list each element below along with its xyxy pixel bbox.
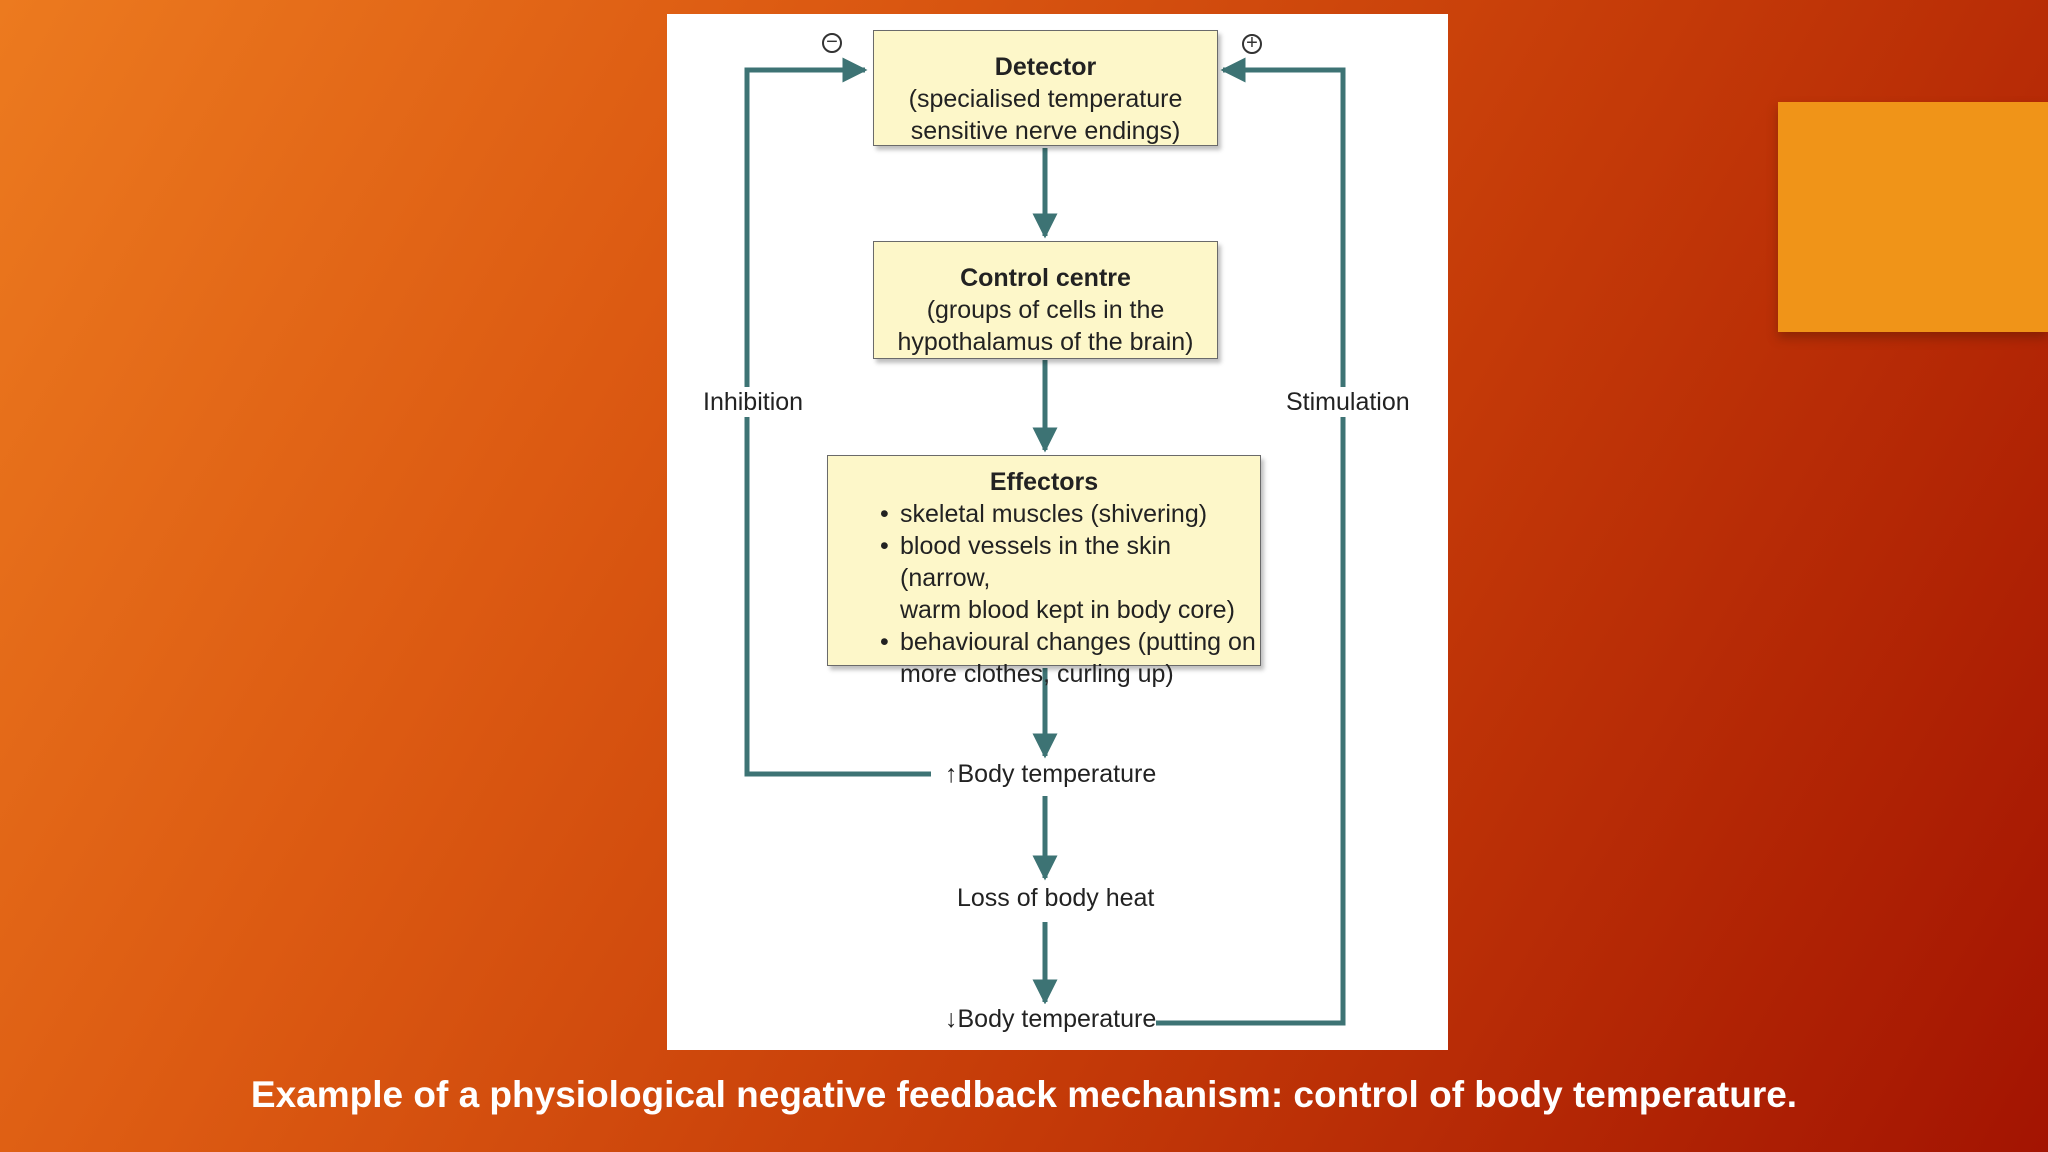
slide-caption: Example of a physiological negative feed…	[250, 1074, 1798, 1115]
control-centre-title: Control centre	[960, 264, 1131, 292]
control-centre-line-2: hypothalamus of the brain)	[897, 328, 1194, 356]
detector-line-1: (specialised temperature	[908, 85, 1183, 113]
decorative-square	[1778, 102, 2048, 332]
effector-item: behavioural changes (putting on more clo…	[880, 626, 1260, 690]
inhibition-feedback-line	[744, 57, 931, 777]
effector-item: skeletal muscles (shivering)	[880, 498, 1260, 530]
diagram-panel: Detector (specialised temperature sensit…	[667, 14, 1448, 1050]
control-centre-line-1: (groups of cells in the	[926, 296, 1165, 324]
inhibition-label: Inhibition	[703, 387, 804, 417]
stimulation-label: Stimulation	[1286, 387, 1410, 417]
effectors-list: skeletal muscles (shivering) blood vesse…	[880, 498, 1260, 690]
detector-title: Detector	[994, 53, 1097, 81]
body-temperature-up-label: ↑Body temperature	[945, 759, 1157, 789]
effectors-box: Effectors skeletal muscles (shivering) b…	[827, 455, 1261, 688]
minus-sign-icon: −	[822, 32, 842, 53]
control-centre-box: Control centre (groups of cells in the h…	[873, 241, 1218, 359]
effector-item: blood vessels in the skin (narrow, warm …	[880, 530, 1260, 626]
effectors-title: Effectors	[989, 468, 1099, 496]
plus-sign-icon: +	[1242, 33, 1262, 54]
detector-box: Detector (specialised temperature sensit…	[873, 30, 1218, 146]
body-temperature-down-label: ↓Body temperature	[945, 1004, 1157, 1034]
stimulation-feedback-line	[1154, 57, 1346, 1026]
loss-of-body-heat-label: Loss of body heat	[957, 883, 1155, 913]
detector-line-2: sensitive nerve endings)	[910, 117, 1181, 145]
